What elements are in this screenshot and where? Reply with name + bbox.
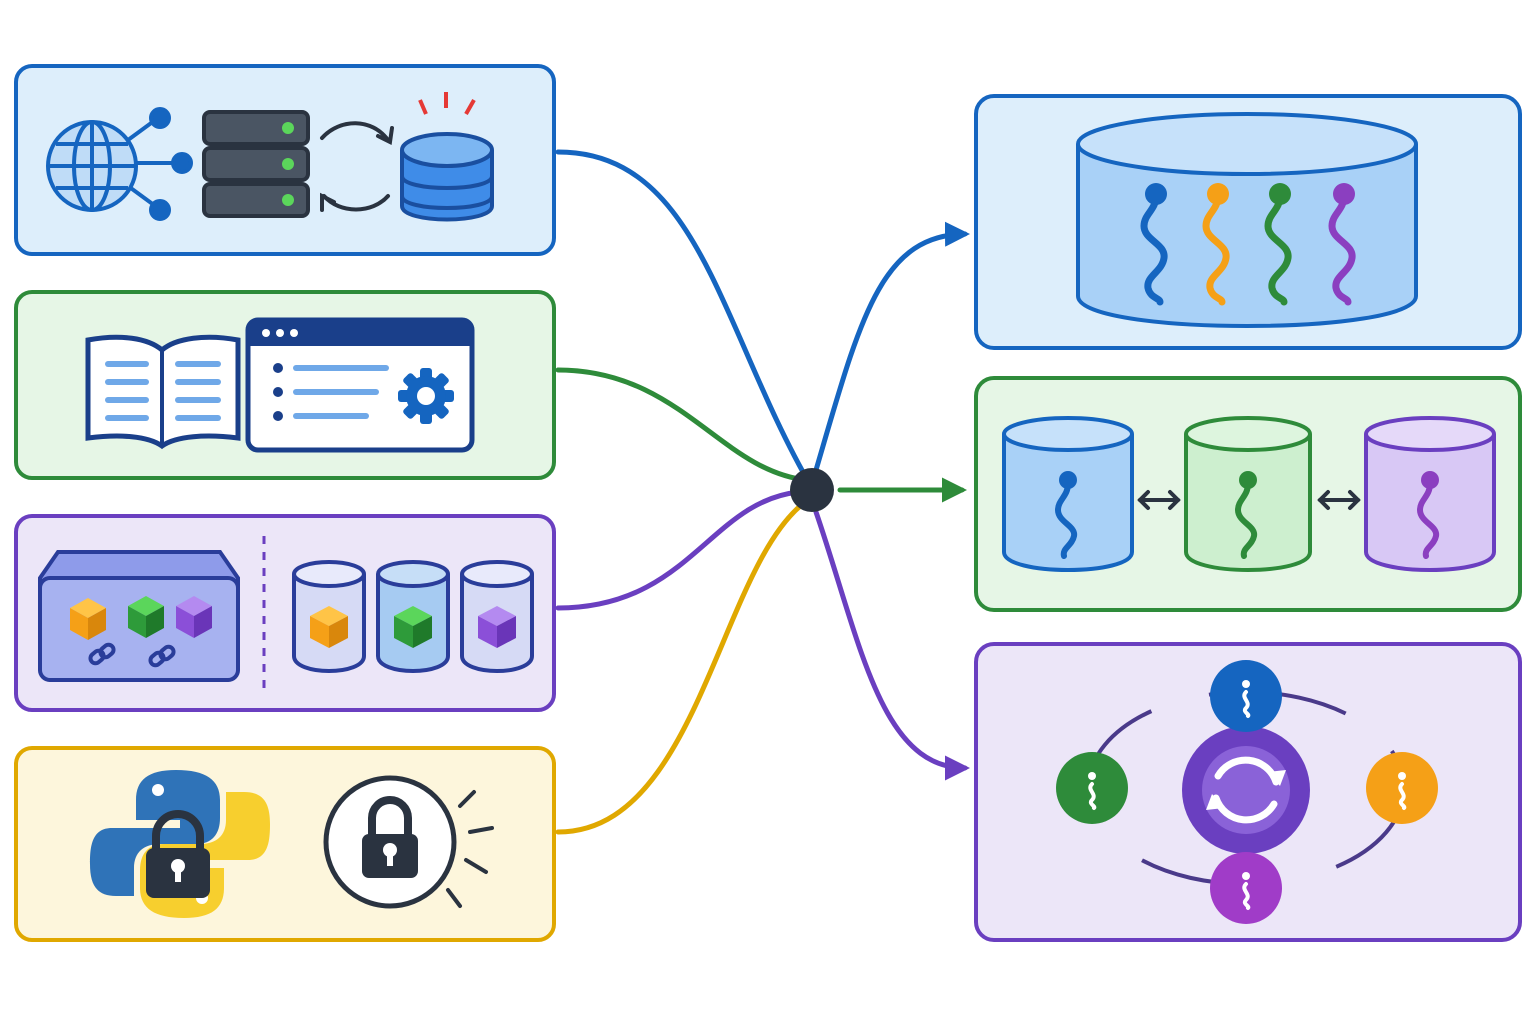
connector-containers (555, 489, 803, 611)
cylinder-green (1184, 416, 1312, 572)
locked-circle-icon (323, 775, 494, 909)
thread-node-left (1056, 752, 1128, 824)
gear-icon (398, 368, 454, 424)
cycle-arrows-icon (1182, 726, 1310, 854)
security-panel (14, 746, 556, 942)
linked-blocks-tray-icon (38, 550, 240, 682)
shared-store-panel (974, 94, 1522, 350)
thread-node-right (1366, 752, 1438, 824)
connector-network (555, 149, 815, 491)
containers-panel (14, 514, 556, 712)
thread-head-blue (1145, 183, 1167, 205)
chain-link-icon (88, 642, 176, 668)
large-cylinder-icon (1076, 112, 1418, 328)
connector-security (555, 497, 811, 835)
cube-orange (70, 598, 106, 640)
cube-green-small (394, 606, 432, 648)
thread-blue (1054, 481, 1078, 559)
cube-purple (176, 596, 212, 638)
thread-head-green (1269, 183, 1291, 205)
replicated-stores-panel (974, 376, 1522, 612)
cube-purple-small (478, 606, 516, 648)
thread-head-purple (1333, 183, 1355, 205)
padlock-icon (146, 810, 210, 898)
network-data-panel (14, 64, 556, 256)
thread-node-bottom (1210, 852, 1282, 924)
thread-purple (1416, 481, 1440, 559)
docs-config-panel (14, 290, 556, 480)
connectors (555, 149, 970, 835)
sync-arrows-icon (320, 121, 394, 212)
threads-icon (1140, 192, 1356, 306)
cylinder-blue (1002, 416, 1134, 572)
server-rack-icon (202, 110, 310, 218)
connector-out-store (813, 221, 970, 473)
cylinder-purple (1364, 416, 1496, 572)
open-book-icon (85, 334, 241, 450)
connector-docs (555, 367, 809, 483)
hub-node (790, 468, 834, 512)
scheduler-cycle-panel (974, 642, 1522, 942)
cube-orange-small (310, 606, 348, 648)
bidirectional-arrow-icon (1137, 490, 1361, 510)
connector-out-cycle (813, 509, 970, 781)
cube-green (128, 596, 164, 638)
globe-network-icon (46, 107, 193, 221)
database-icon (400, 92, 494, 222)
thread-head-orange (1207, 183, 1229, 205)
thread-node-top (1210, 660, 1282, 732)
thread-green (1234, 481, 1258, 559)
config-window-icon (245, 317, 475, 453)
